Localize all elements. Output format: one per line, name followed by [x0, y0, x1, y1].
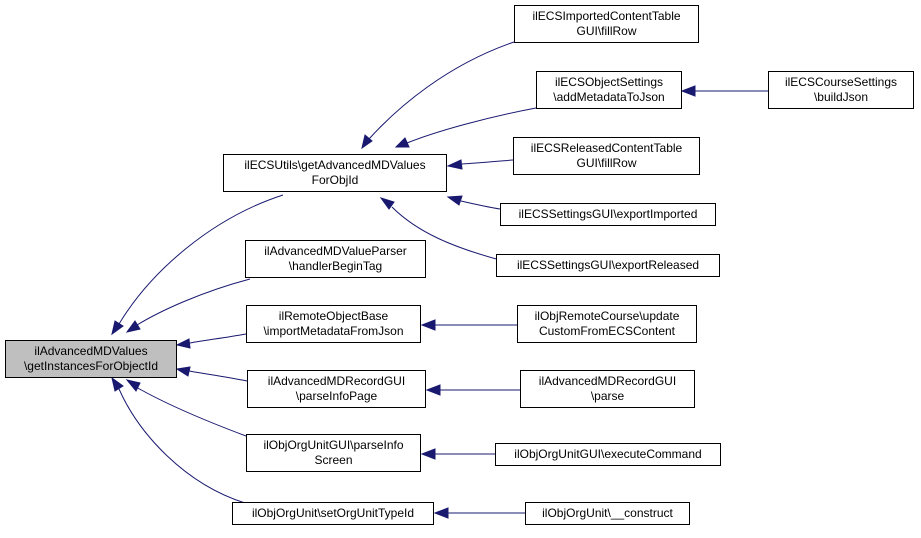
- node-recordgui-parse[interactable]: ilAdvancedMDRecordGUI \parse: [520, 370, 695, 408]
- node-ecsutils[interactable]: ilECSUtils\getAdvancedMDValues ForObjId: [223, 154, 447, 192]
- node-orgunitgui-line1: ilObjOrgUnitGUI\parseInfo: [263, 438, 404, 452]
- node-execute-command[interactable]: ilObjOrgUnitGUI\executeCommand: [495, 443, 721, 466]
- node-recordgui-line1: ilAdvancedMDRecordGUI: [267, 374, 406, 388]
- node-objsettings[interactable]: ilECSObjectSettings \addMetadataToJson: [536, 71, 682, 109]
- node-orgunitgui[interactable]: ilObjOrgUnitGUI\parseInfo Screen: [246, 434, 421, 472]
- edge-orgunit-to-root: [111, 376, 246, 504]
- edge-released-table-to-ecsutils: [446, 159, 514, 170]
- edge-objsettings-to-ecsutils: [394, 107, 537, 148]
- edge-remote-course-to-remote: [420, 319, 518, 331]
- node-parser[interactable]: ilAdvancedMDValueParser \handlerBeginTag: [245, 240, 426, 278]
- node-ecsutils-line2: ForObjId: [311, 173, 359, 187]
- node-released-table[interactable]: ilECSReleasedContentTable GUI\fillRow: [513, 137, 700, 175]
- edge-ecsutils-to-root: [111, 194, 284, 336]
- node-export-released-line1: ilECSSettingsGUI\exportReleased: [516, 258, 700, 272]
- node-remote[interactable]: ilRemoteObjectBase \importMetadataFromJs…: [246, 305, 421, 343]
- node-orgunitgui-line2: Screen: [314, 453, 353, 467]
- edge-export-imported-to-ecsutils: [446, 195, 501, 210]
- node-recordgui-line2: \parseInfoPage: [295, 389, 378, 403]
- node-remote-line2: \importMetadataFromJson: [263, 324, 404, 338]
- node-recordgui-parse-line1: ilAdvancedMDRecordGUI: [538, 374, 677, 388]
- node-remote-course-line2: CustomFromECSContent: [538, 324, 676, 338]
- node-parser-line1: ilAdvancedMDValueParser: [264, 244, 407, 258]
- node-construct[interactable]: ilObjOrgUnit\__construct: [525, 502, 690, 525]
- node-course-settings-line1: ilECSCourseSettings: [784, 75, 898, 89]
- node-remote-line1: ilRemoteObjectBase: [278, 309, 389, 323]
- edge-execute-command-to-orgunitgui: [420, 448, 496, 460]
- edge-imported-table-to-ecsutils: [361, 41, 515, 150]
- node-ecsutils-line1: ilECSUtils\getAdvancedMDValues: [244, 158, 426, 172]
- node-export-released[interactable]: ilECSSettingsGUI\exportReleased: [496, 254, 720, 277]
- node-root-line2: \getInstancesForObjectId: [23, 359, 159, 373]
- edge-course-settings-to-objsettings: [680, 85, 768, 97]
- edge-remote-to-root: [175, 333, 247, 349]
- edge-export-released-to-ecsutils: [379, 197, 501, 261]
- edge-orgunitgui-to-root: [125, 379, 247, 437]
- node-imported-table-line1: ilECSImportedContentTable: [532, 9, 681, 23]
- node-orgunit[interactable]: ilObjOrgUnit\setOrgUnitTypeId: [232, 502, 434, 525]
- node-recordgui-parse-line2: \parse: [590, 389, 625, 403]
- node-root-line1: ilAdvancedMDValues: [34, 344, 148, 358]
- node-released-table-line2: GUI\fillRow: [576, 156, 637, 170]
- node-parser-line2: \handlerBeginTag: [288, 259, 383, 273]
- node-recordgui[interactable]: ilAdvancedMDRecordGUI \parseInfoPage: [247, 370, 426, 408]
- node-remote-course[interactable]: ilObjRemoteCourse\update CustomFromECSCo…: [517, 305, 697, 343]
- node-released-table-line1: ilECSReleasedContentTable: [530, 141, 683, 155]
- edge-recordgui-to-root: [175, 366, 248, 382]
- node-remote-course-line1: ilObjRemoteCourse\update: [534, 309, 680, 323]
- node-export-imported[interactable]: ilECSSettingsGUI\exportImported: [500, 203, 716, 226]
- node-objsettings-line1: ilECSObjectSettings: [554, 75, 664, 89]
- node-execute-command-line1: ilObjOrgUnitGUI\executeCommand: [514, 447, 702, 461]
- node-imported-table-line2: GUI\fillRow: [576, 24, 637, 38]
- node-course-settings-line2: \buildJson: [813, 90, 869, 104]
- node-objsettings-line2: \addMetadataToJson: [553, 90, 665, 104]
- node-orgunit-line1: ilObjOrgUnit\setOrgUnitTypeId: [251, 506, 415, 520]
- node-export-imported-line1: ilECSSettingsGUI\exportImported: [518, 207, 698, 221]
- node-imported-table[interactable]: ilECSImportedContentTable GUI\fillRow: [514, 5, 699, 43]
- node-course-settings[interactable]: ilECSCourseSettings \buildJson: [768, 71, 914, 109]
- edge-construct-to-orgunit: [433, 507, 525, 519]
- node-construct-line1: ilObjOrgUnit\__construct: [542, 506, 673, 520]
- edge-recordgui-parse-to-recordgui: [425, 384, 520, 396]
- edge-parser-to-root: [125, 278, 251, 333]
- node-root[interactable]: ilAdvancedMDValues \getInstancesForObjec…: [5, 340, 177, 378]
